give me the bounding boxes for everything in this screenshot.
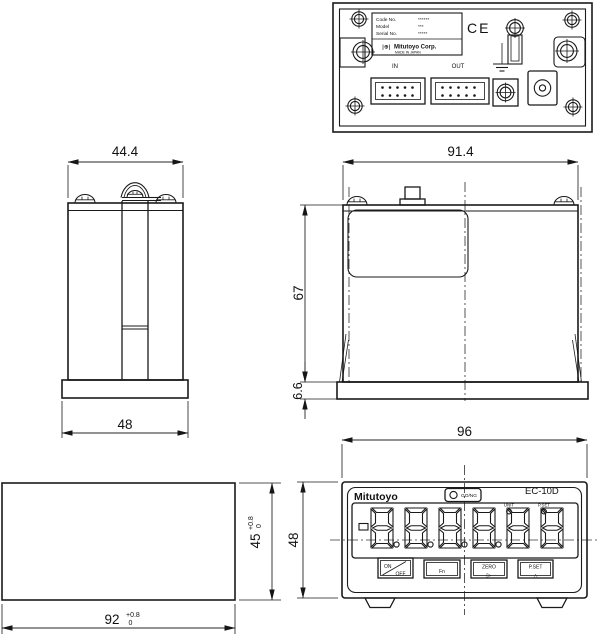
front-panel-inner-outline: [346, 486, 583, 594]
brand-label: Mitutoyo Corp.: [394, 45, 437, 51]
fn-button: Fn: [423, 559, 461, 579]
mount-clamp-left: [339, 37, 366, 68]
top-stud: [399, 186, 426, 206]
panel-cutout-view: 45 +0.8 0 92 +0.8 0: [1, 482, 281, 634]
origin-label: MADE IN JAPAN: [395, 51, 421, 55]
terminal-screw-icon: [492, 78, 519, 107]
dim-cutout-width: 92 +0.8 0: [104, 612, 139, 627]
panel-mount-screw-icon: [554, 38, 580, 64]
model-label: EC-10D: [525, 486, 559, 497]
pset-button-label: P.SET: [529, 565, 543, 571]
nameplate-row-label: Model: [376, 24, 389, 30]
go-ng-indicator: GO/NG: [444, 487, 482, 503]
mounting-tab: [363, 597, 397, 609]
go-ng-lamp-icon: [449, 490, 458, 500]
pset-lamp-icon: [541, 508, 547, 515]
on-label: ON: [384, 564, 392, 570]
pset-arrow-icon: △: [533, 573, 538, 580]
corner-screw-icon: [348, 8, 370, 30]
unit-label: UNIT: [504, 503, 515, 508]
top-view: 91.4 67 6.6: [291, 144, 589, 419]
seven-segment-digit: [404, 507, 428, 549]
dome-screw-icon: [155, 193, 177, 204]
mount-clamp-right: [553, 36, 586, 68]
dome-screw-icon: [346, 195, 368, 206]
go-ng-label: GO/NG: [461, 493, 477, 499]
nameplate: Code No. ****** Model *** Serial No. ***…: [371, 12, 463, 56]
dim-cutout-width-label: 92: [104, 612, 119, 627]
ground-terminal-icon: [493, 17, 526, 72]
dim-cutout-height-tol-upper: +0.8: [248, 516, 255, 530]
mount-rail: [121, 196, 161, 380]
brand-label: Mitutoyo: [354, 491, 398, 503]
decimal-point: [427, 541, 434, 548]
seven-segment-digit: [438, 507, 462, 549]
dim-cutout-height-tol-lower: 0: [256, 524, 263, 528]
dc-power-jack-icon: [527, 70, 558, 106]
out-label: OUT: [452, 64, 465, 70]
decimal-point: [495, 541, 502, 548]
dim-body-width-label: 91.4: [447, 144, 474, 159]
dim-cutout-height: 45 +0.8 0: [248, 516, 263, 548]
dim-bezel-height-label: 48: [117, 417, 132, 432]
back-housing-outline: [332, 2, 593, 133]
pset-button: P.SET △: [517, 559, 554, 580]
dome-screw-icon: [74, 193, 96, 204]
side-view: 44.4 48: [61, 144, 189, 438]
dim-body-depth-label: 67: [291, 285, 306, 300]
mounting-tab: [535, 597, 569, 609]
dim-height-label: 48: [286, 532, 301, 547]
panel-mount-screw-icon: [350, 39, 376, 65]
mitutoyo-logo-icon: |⊕|: [382, 45, 391, 51]
nameplate-row-value: *****: [418, 31, 427, 37]
seven-segment-digit: [472, 507, 496, 549]
dome-screw-icon: [553, 195, 575, 206]
front-view: 96 48 Mitutoyo GO/NG EC-10D UNIT: [286, 424, 599, 615]
nameplate-row-value: ******: [418, 17, 429, 23]
dim-cutout-width-tol-upper: +0.8: [126, 612, 140, 619]
display-window: [351, 502, 579, 559]
dim-cutout-width-tol-lower: 0: [129, 620, 133, 627]
dim-bezel-depth-label: 6.6: [291, 382, 305, 399]
top-body-outline: [342, 204, 579, 383]
dim-cutout-height-label: 45: [248, 533, 263, 548]
clamp-icon: [120, 182, 150, 198]
in-label: IN: [392, 64, 398, 70]
back-panel-view: Code No. ****** Model *** Serial No. ***…: [332, 2, 593, 133]
corner-screw-icon: [561, 9, 583, 31]
corner-screw-icon: [344, 95, 366, 117]
unit-indicator: UNIT: [504, 503, 515, 515]
top-bezel-outline: [336, 381, 589, 400]
zero-button: ZERO ▷: [470, 559, 508, 579]
decimal-point: [393, 541, 400, 548]
ce-mark-label: CE: [467, 20, 490, 36]
front-panel-outline: [341, 481, 588, 599]
dim-width-label: 96: [457, 424, 472, 439]
pset-label: P.SET: [538, 503, 550, 508]
fn-label: Fn: [439, 569, 445, 575]
top-recess-outline: [347, 209, 469, 278]
on-off-button: ON OFF: [377, 557, 414, 579]
off-label: OFF: [396, 572, 406, 578]
zero-label: ZERO: [482, 565, 496, 571]
seven-segment-digit: [370, 507, 394, 549]
side-body-outline: [67, 202, 184, 381]
dim-body-height-label: 44.4: [112, 144, 139, 159]
nameplate-row-value: ***: [418, 24, 424, 30]
nameplate-row-label: Code No.: [376, 17, 396, 23]
side-bezel-outline: [61, 379, 189, 399]
panel-cutout-outline: [1, 482, 236, 601]
unit-lamp-icon: [506, 508, 512, 515]
zero-arrow-icon: ▷: [487, 572, 492, 579]
decimal-point: [461, 541, 468, 548]
out-connector: [430, 77, 490, 105]
pset-indicator: P.SET: [538, 503, 550, 515]
nameplate-row-label: Serial No.: [376, 31, 397, 37]
in-connector: [370, 77, 426, 105]
minus-indicator: [358, 522, 369, 531]
corner-screw-icon: [562, 96, 584, 118]
